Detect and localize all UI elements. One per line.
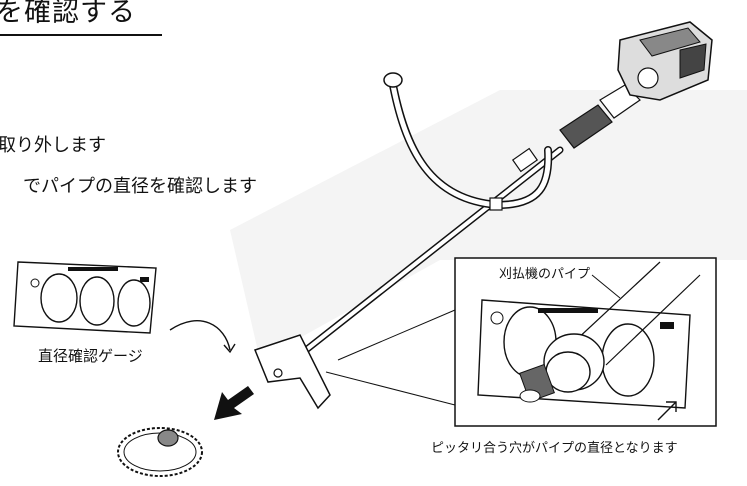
section-heading: を確認する — [0, 0, 136, 28]
callout-line-upper — [337, 309, 456, 361]
saw-blade — [117, 427, 203, 477]
heading-underline — [0, 34, 162, 36]
brushcutter-shaft — [274, 146, 564, 376]
engine — [617, 21, 713, 101]
handle-bar — [383, 72, 553, 211]
gauge-arrow — [169, 320, 231, 351]
step-check-diameter-text: でパイプの直径を確認します — [23, 176, 257, 197]
step-remove-text: 取り外します — [0, 135, 106, 156]
direction-arrow — [214, 386, 254, 420]
blade-guard — [254, 334, 331, 410]
diameter-gauge-card — [13, 261, 157, 334]
gauge-caption: 直径確認ゲージ — [38, 347, 143, 365]
inset-box — [454, 257, 717, 427]
inset-caption: ピッタリ合う穴がパイプの直径となります — [431, 441, 678, 456]
inset-pipe-label: 刈払機のパイプ — [499, 267, 591, 282]
callout-line-lower — [325, 371, 456, 406]
